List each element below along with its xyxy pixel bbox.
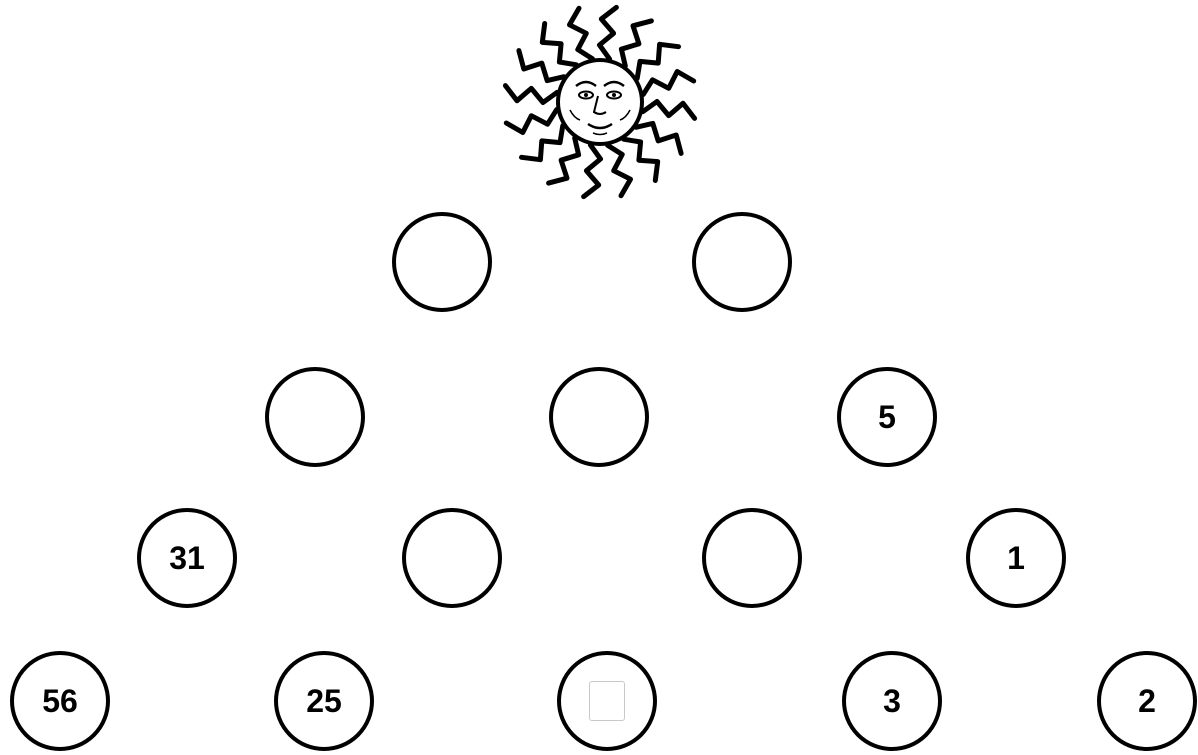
circle-value: 5: [878, 399, 896, 436]
circle-value: 25: [306, 683, 342, 720]
sun-ray: [549, 138, 579, 183]
pyramid-circle-r1-c2: [692, 212, 792, 312]
sun-ray: [570, 8, 593, 58]
sun-ray: [519, 51, 564, 81]
sun-face-icon: [490, 2, 710, 202]
pyramid-circle-r2-c1: [265, 367, 365, 467]
sun-ray: [506, 110, 556, 133]
pyramid-circle-r2-c3: 5: [837, 367, 937, 467]
sun-ray: [584, 145, 601, 197]
sun-face: [558, 60, 642, 144]
pyramid-circle-r2-c2: [549, 367, 649, 467]
pyramid-circle-r3-c1: 31: [137, 508, 237, 608]
circle-value: 2: [1138, 683, 1156, 720]
circle-value: 1: [1007, 540, 1025, 577]
sun-ray: [624, 139, 658, 180]
pyramid-circle-r3-c3: [702, 508, 802, 608]
pyramid-circle-r3-c4: 1: [966, 508, 1066, 608]
sun-ray: [636, 123, 681, 153]
sun-ray: [600, 7, 617, 59]
pyramid-circle-r4-c2: 25: [274, 651, 374, 751]
answer-input[interactable]: [589, 681, 625, 721]
sun-ray: [637, 44, 678, 78]
circle-value: 3: [883, 683, 901, 720]
circle-value: 31: [169, 540, 205, 577]
pyramid-circle-r3-c2: [402, 508, 502, 608]
sun-ray: [608, 145, 631, 195]
pyramid-circle-r4-c1: 56: [10, 651, 110, 751]
sun-ray: [643, 102, 695, 119]
sun-ray: [505, 86, 557, 103]
sun-ray: [621, 21, 651, 66]
sun-ray: [643, 72, 693, 95]
pyramid-circle-r1-c1: [392, 212, 492, 312]
sun-ray: [522, 126, 563, 160]
circle-value: 56: [42, 683, 78, 720]
pyramid-circle-r4-c4: 3: [842, 651, 942, 751]
pyramid-circle-r4-c5: 2: [1097, 651, 1197, 751]
pyramid-circle-r4-c3[interactable]: [557, 651, 657, 751]
sun-ray: [542, 24, 576, 65]
